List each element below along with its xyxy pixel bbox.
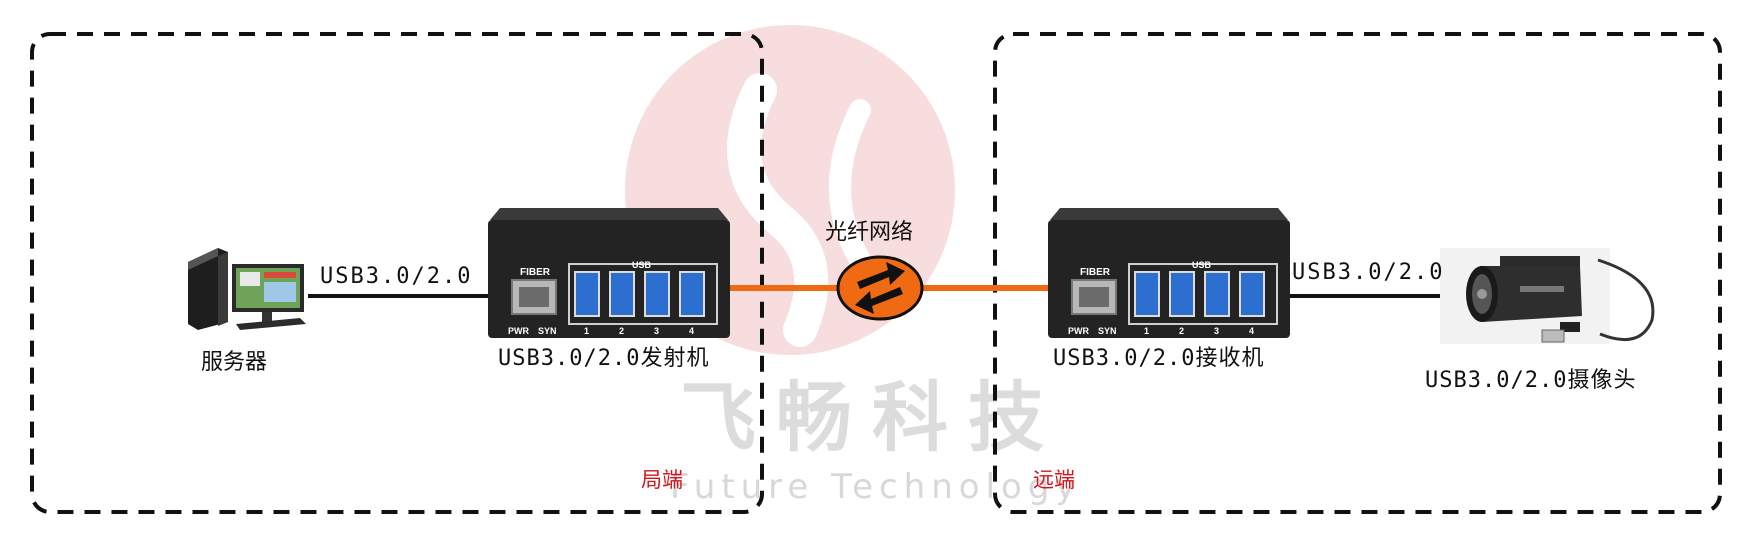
server-label: 服务器 [201, 350, 268, 375]
receiver-device: FIBER USB PWR SYN 1 2 3 4 [1048, 208, 1290, 338]
usb-link-left-label: USB3.0/2.0 [320, 264, 473, 289]
rx-fiber-label: FIBER [1080, 267, 1111, 278]
tx-port-4: 4 [689, 326, 694, 336]
rx-syn-label: SYN [1098, 326, 1117, 336]
rx-port-2: 2 [1179, 326, 1184, 336]
tx-port-2: 2 [619, 326, 624, 336]
usb-link-right-label: USB3.0/2.0 [1292, 260, 1445, 285]
server-icon [188, 248, 306, 330]
tx-fiber-label: FIBER [520, 267, 551, 278]
watermark-cn: 飞畅科技 [680, 373, 1064, 462]
tx-syn-label: SYN [538, 326, 557, 336]
transmitter-label: USB3.0/2.0发射机 [498, 346, 710, 371]
left-zone-border [30, 32, 764, 514]
tx-port-3: 3 [654, 326, 659, 336]
tx-port-1: 1 [584, 326, 589, 336]
rx-port-4: 4 [1249, 326, 1254, 336]
network-icon [836, 255, 924, 321]
transmitter-device: FIBER USB PWR SYN 1 2 3 4 [488, 208, 730, 338]
rx-usb-label: USB [1192, 260, 1212, 270]
receiver-label: USB3.0/2.0接收机 [1053, 346, 1265, 371]
camera-label: USB3.0/2.0摄像头 [1425, 368, 1637, 393]
rx-pwr-label: PWR [1068, 326, 1089, 336]
watermark-logo-stroke-2 [829, 99, 871, 271]
watermark-en: Future Technology [670, 467, 1082, 507]
left-zone-label: 局端 [641, 468, 683, 492]
rx-port-1: 1 [1144, 326, 1149, 336]
tx-usb-label: USB [632, 260, 652, 270]
network-label: 光纤网络 [825, 220, 914, 245]
right-zone-label: 远端 [1033, 468, 1075, 492]
rx-port-3: 3 [1214, 326, 1219, 336]
camera-icon [1440, 248, 1655, 344]
tx-pwr-label: PWR [508, 326, 529, 336]
